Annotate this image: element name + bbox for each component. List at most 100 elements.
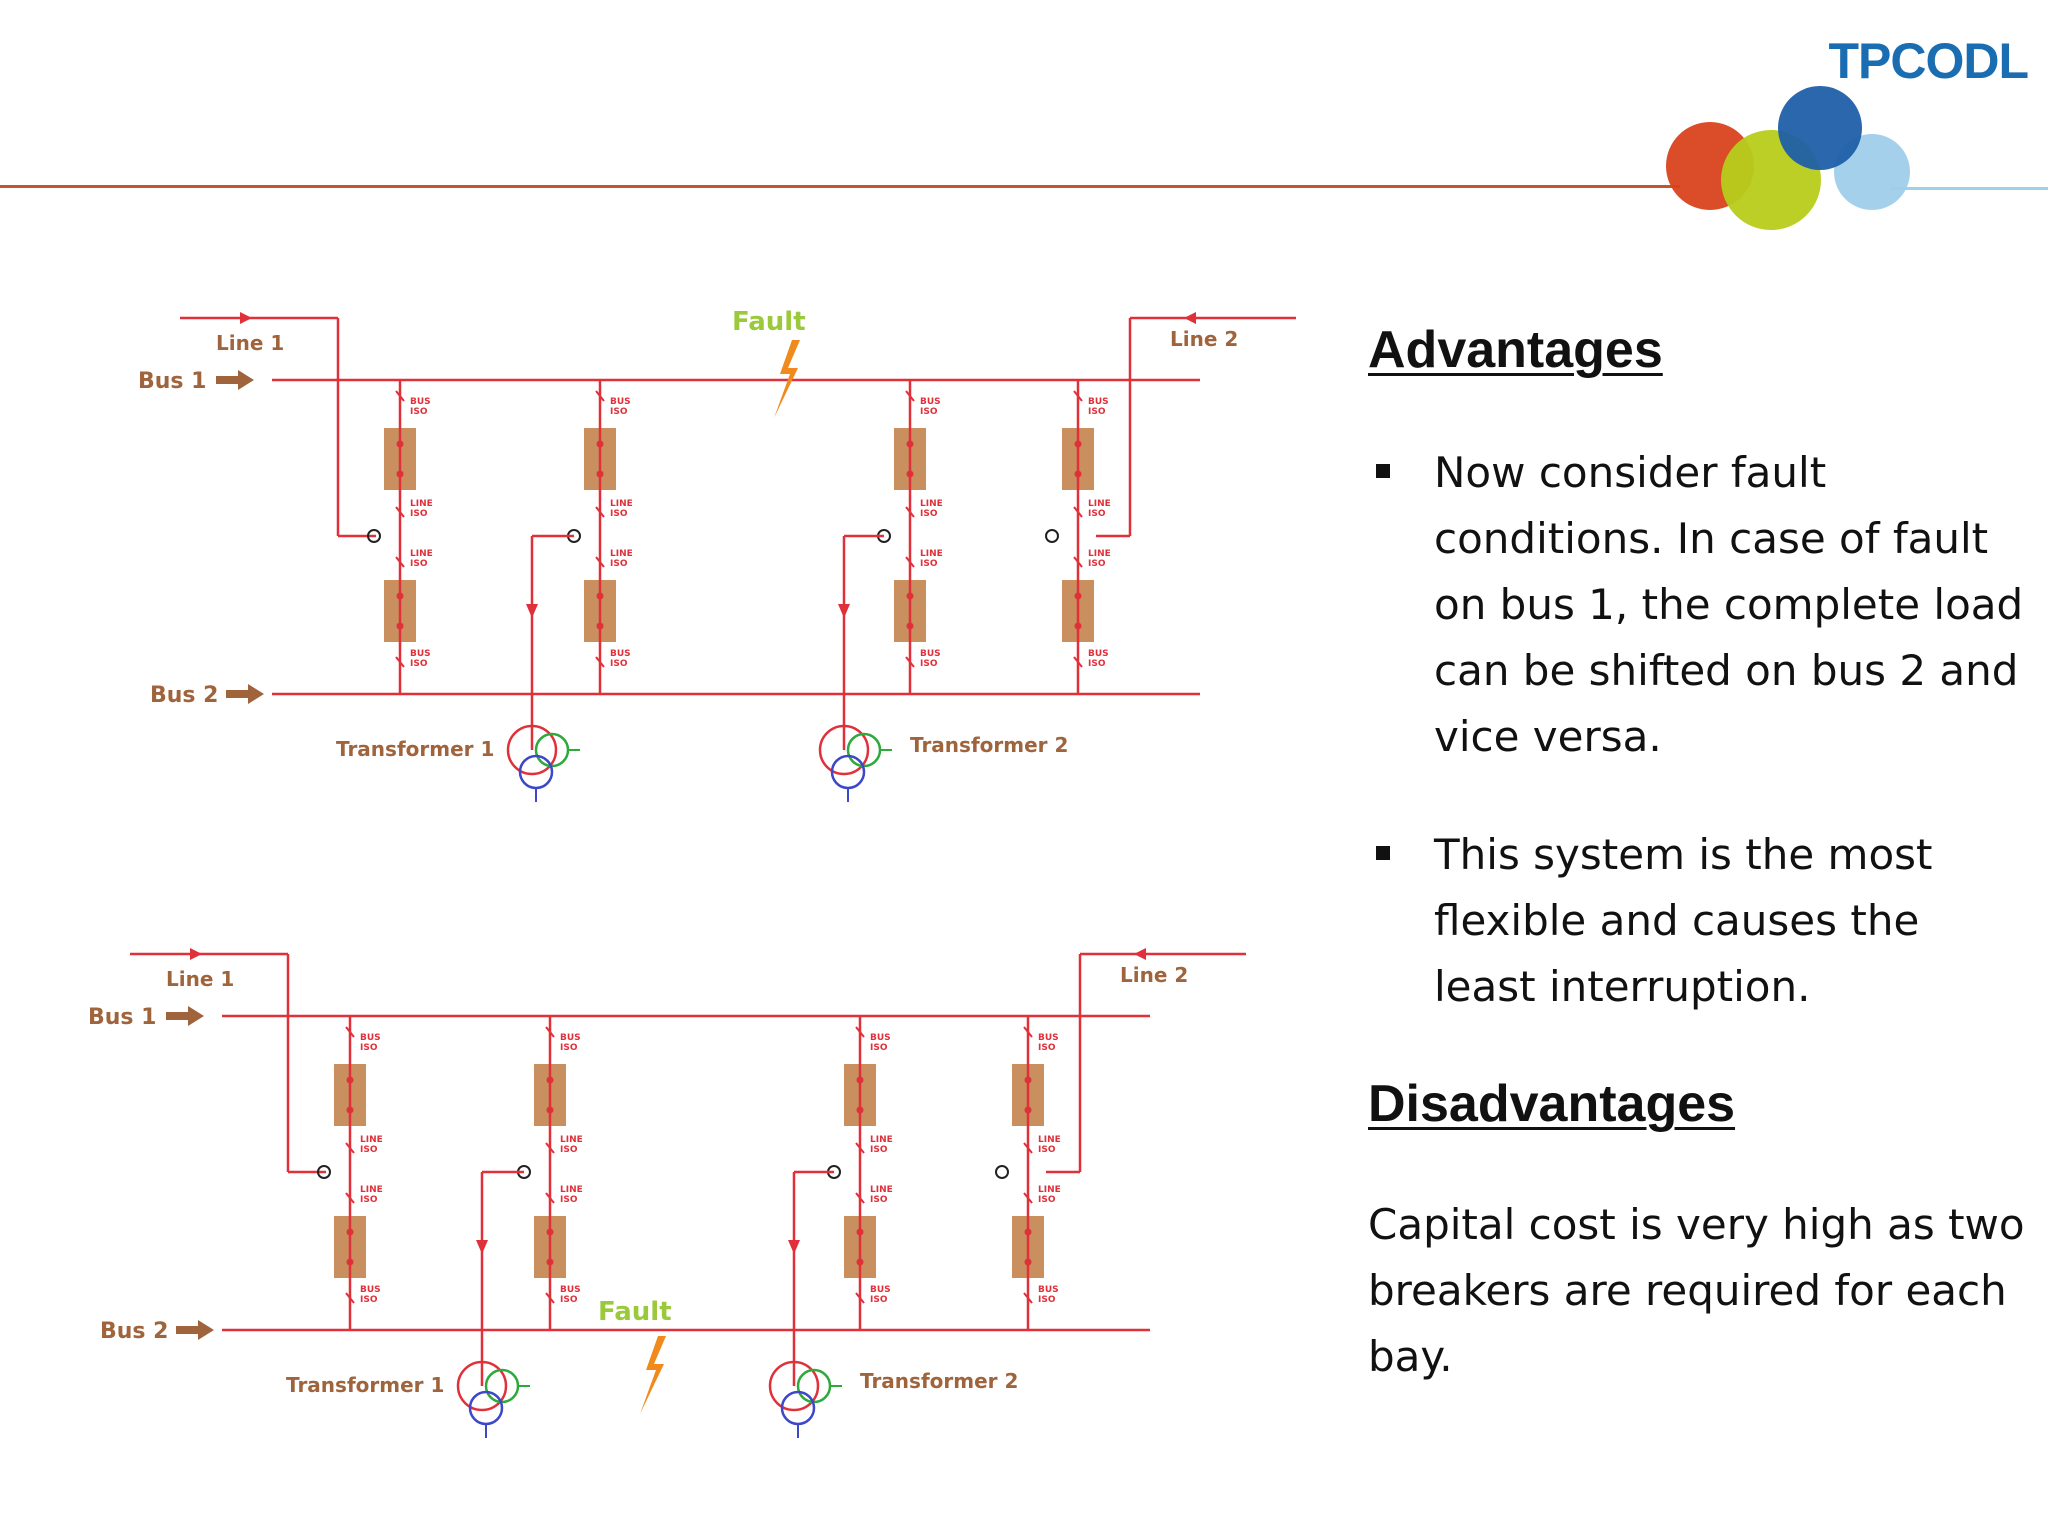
iso-label: BUS: [360, 1285, 381, 1295]
iso-label: LINE: [610, 499, 633, 509]
fault-label: Fault: [598, 1297, 672, 1327]
isolator-switch: [1073, 556, 1083, 568]
iso-label: BUS: [410, 397, 431, 407]
iso-label: LINE: [560, 1135, 583, 1145]
iso-label: BUS: [360, 1033, 381, 1043]
line-arrow-icon: [1184, 312, 1196, 324]
isolator-switch: [595, 390, 605, 402]
isolator-switch: [345, 1292, 355, 1304]
breaker: [384, 580, 416, 642]
iso-label: LINE: [1088, 499, 1111, 509]
breaker: [844, 1216, 876, 1278]
isolator-switch: [855, 1142, 865, 1154]
iso-label: BUS: [1088, 397, 1109, 407]
breaker: [334, 1216, 366, 1278]
isolator-switch: [545, 1292, 555, 1304]
bus-arrow-icon: [166, 1006, 204, 1026]
iso-label: ISO: [1038, 1195, 1056, 1205]
line2-label: Line 2: [1170, 327, 1238, 351]
junction-node: [367, 529, 381, 543]
isolator-switch: [855, 1292, 865, 1304]
iso-label: BUS: [410, 649, 431, 659]
iso-label: BUS: [610, 397, 631, 407]
advantages-item: This system is the most flexible and cau…: [1368, 822, 2028, 1020]
isolator-switch: [1073, 506, 1083, 518]
isolator-switch: [1073, 390, 1083, 402]
isolator-switch: [905, 390, 915, 402]
junction-node: [995, 1165, 1009, 1179]
header-rule-right: [1890, 187, 2048, 190]
iso-label: LINE: [410, 499, 433, 509]
iso-label: ISO: [410, 659, 428, 669]
iso-label: LINE: [870, 1135, 893, 1145]
iso-label: LINE: [610, 549, 633, 559]
iso-label: ISO: [560, 1145, 578, 1155]
breaker: [584, 428, 616, 490]
iso-label: BUS: [920, 649, 941, 659]
isolator-switch: [855, 1026, 865, 1038]
breaker: [584, 580, 616, 642]
iso-label: LINE: [1038, 1135, 1061, 1145]
isolator-switch: [345, 1192, 355, 1204]
iso-label: ISO: [870, 1145, 888, 1155]
breaker: [534, 1064, 566, 1126]
transformer-icon: [456, 1360, 530, 1438]
bus-arrow-icon: [176, 1320, 214, 1340]
text-panel: Advantages Now consider fault conditions…: [1368, 320, 2028, 1390]
iso-label: BUS: [870, 1033, 891, 1043]
isolator-switch: [545, 1192, 555, 1204]
iso-label: ISO: [1038, 1295, 1056, 1305]
line-arrow-icon: [190, 948, 202, 960]
iso-label: ISO: [870, 1043, 888, 1053]
iso-label: ISO: [410, 559, 428, 569]
breaker: [1062, 428, 1094, 490]
bus-arrow-icon: [226, 684, 264, 704]
fault-label: Fault: [732, 307, 806, 337]
breaker: [334, 1064, 366, 1126]
breaker: [1062, 580, 1094, 642]
iso-label: ISO: [410, 407, 428, 417]
transformer2-label: Transformer 2: [910, 733, 1068, 757]
line-arrow-icon: [1134, 948, 1146, 960]
iso-label: BUS: [1088, 649, 1109, 659]
iso-label: ISO: [1038, 1145, 1056, 1155]
isolator-switch: [395, 390, 405, 402]
isolator-switch: [545, 1026, 555, 1038]
iso-label: LINE: [920, 499, 943, 509]
fault-bolt-icon: [640, 1336, 666, 1414]
isolator-switch: [1023, 1192, 1033, 1204]
iso-label: ISO: [610, 509, 628, 519]
isolator-switch: [595, 556, 605, 568]
logo-circles-icon: [1666, 86, 1910, 230]
breaker: [894, 580, 926, 642]
bus-arrow-icon: [216, 370, 254, 390]
iso-label: LINE: [560, 1185, 583, 1195]
iso-label: ISO: [560, 1043, 578, 1053]
logo-text: TPCODL: [1828, 33, 2029, 89]
transformer-icon: [768, 1360, 842, 1438]
line2-label: Line 2: [1120, 963, 1188, 987]
isolator-switch: [1023, 1142, 1033, 1154]
iso-label: ISO: [870, 1295, 888, 1305]
iso-label: ISO: [360, 1145, 378, 1155]
iso-label: ISO: [560, 1295, 578, 1305]
isolator-switch: [345, 1142, 355, 1154]
iso-label: ISO: [920, 659, 938, 669]
header-rule: [0, 185, 1680, 188]
transformer1-label: Transformer 1: [286, 1373, 444, 1397]
tx-arrow-icon: [788, 1240, 800, 1254]
breaker: [894, 428, 926, 490]
fault-bolt-icon: [774, 340, 800, 418]
iso-label: BUS: [870, 1285, 891, 1295]
iso-label: ISO: [1038, 1043, 1056, 1053]
iso-label: BUS: [560, 1285, 581, 1295]
tx-arrow-icon: [526, 604, 538, 618]
advantages-heading: Advantages: [1368, 321, 1663, 379]
disadvantages-text: Capital cost is very high as two breaker…: [1368, 1200, 2025, 1381]
iso-label: ISO: [1088, 559, 1106, 569]
tx-arrow-icon: [476, 1240, 488, 1254]
bus2-label: Bus 2: [150, 683, 219, 708]
transformer-icon: [818, 724, 892, 802]
